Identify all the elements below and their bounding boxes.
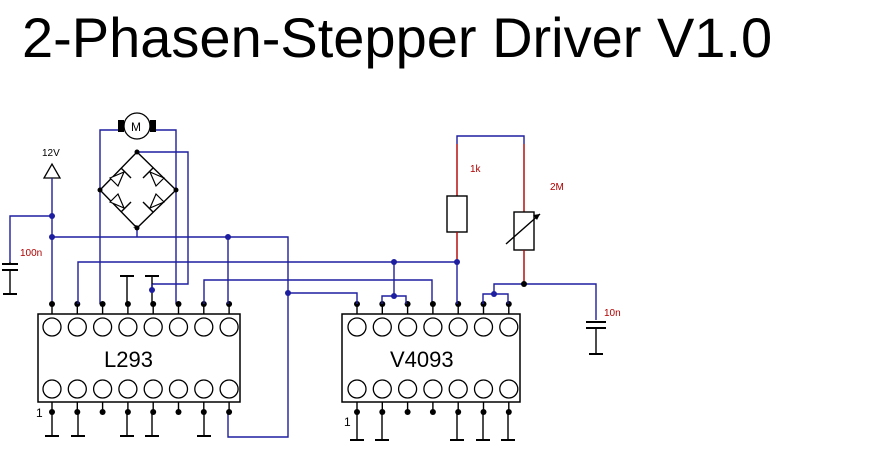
v4093-pin-circle xyxy=(347,317,367,337)
v4093-pin-circle xyxy=(499,317,519,337)
l293-pin-node xyxy=(175,409,182,415)
l293-pin-circle xyxy=(168,379,189,399)
l293-pin-node xyxy=(150,301,157,307)
v4093-pin-circle xyxy=(372,379,392,399)
l293-pin-node xyxy=(226,409,233,415)
cap-left-label: 100n xyxy=(20,248,42,259)
v4093-chip-label: V4093 xyxy=(390,347,454,372)
wire-204 xyxy=(203,279,433,304)
v4093-pin-circle xyxy=(397,317,418,337)
l293-pin-circle xyxy=(42,317,62,337)
l293-pin-circle xyxy=(143,379,163,399)
pot-label: 2M xyxy=(550,182,564,193)
capacitor-100n xyxy=(2,215,52,295)
motor-symbol xyxy=(118,112,156,140)
capacitor-10n xyxy=(586,321,606,355)
l293-pin-circle xyxy=(219,317,239,337)
l293-pin1-label: 1 xyxy=(36,406,43,420)
v4093-pin-node xyxy=(404,409,411,415)
v4093-pin1-label: 1 xyxy=(344,415,351,429)
v4093-pin-node xyxy=(429,301,436,307)
wire-cap-right xyxy=(493,283,597,320)
l293-pin-circle xyxy=(92,317,113,337)
l293-pin-circle xyxy=(67,317,87,337)
wire-top-rc xyxy=(456,135,525,144)
v4093-pin-circle xyxy=(347,379,367,399)
l293-pin-node xyxy=(124,301,131,307)
diagram-title: 2-Phasen-Stepper Driver V1.0 xyxy=(22,6,773,69)
v4093-pin-circle xyxy=(473,379,494,399)
junction-dots xyxy=(49,149,527,299)
l293-pin-circle xyxy=(168,317,189,337)
l293-pin-circle xyxy=(194,317,214,337)
l293-pin-node xyxy=(226,301,233,307)
l293-pin-circle xyxy=(67,379,87,399)
wire-bridge-top xyxy=(137,151,189,285)
l293-pin-circle xyxy=(143,317,163,337)
cap-right-label: 10n xyxy=(604,308,621,319)
l293-pin-circle xyxy=(118,379,138,399)
v4093-pin-circle xyxy=(423,379,443,399)
l293-pin-circle xyxy=(42,379,62,399)
l293-pin-circle xyxy=(92,379,113,399)
supply-12v-symbol xyxy=(42,162,62,216)
v4093-pin-circle xyxy=(372,317,392,337)
l293-pin-node xyxy=(49,301,55,307)
diode-bridge xyxy=(99,151,178,229)
wire-motor-right xyxy=(156,129,177,304)
l293-chip-label: L293 xyxy=(104,347,153,372)
v4093-pin-circle xyxy=(448,379,468,399)
l293-pin-node xyxy=(124,409,131,415)
v4093-pin-circle xyxy=(473,317,494,337)
v4093-pin-node xyxy=(429,409,436,415)
potentiometer-2m xyxy=(513,211,535,251)
v4093-pin-node xyxy=(455,301,462,307)
resistor-label: 1k xyxy=(470,164,482,175)
motor-label: M xyxy=(131,120,141,134)
l293-pin-circle xyxy=(194,379,214,399)
wire-78 xyxy=(77,261,457,304)
supply-12v-label: 12V xyxy=(42,148,60,159)
wire-293 xyxy=(288,292,358,304)
v4093-pin-node xyxy=(455,409,462,415)
v4093-pins xyxy=(347,301,519,415)
wire-motor-left xyxy=(99,129,118,304)
v4093-pin-node xyxy=(505,301,512,307)
v4093-pin-circle xyxy=(448,317,468,337)
l293-pin-node xyxy=(175,301,182,307)
v4093-pin-node xyxy=(505,409,512,415)
v4093-bottom-grounds xyxy=(350,412,515,441)
l293-pin-circle xyxy=(118,317,138,337)
wire-rail-237 xyxy=(52,236,289,438)
l293-pin-node xyxy=(99,301,106,307)
l293-pin-node xyxy=(99,409,106,415)
l293-bottom-grounds xyxy=(45,412,211,437)
l293-pin-node xyxy=(150,409,157,415)
v4093-pin-circle xyxy=(423,317,443,337)
resistor-1k xyxy=(446,195,468,233)
v4093-pin-circle xyxy=(499,379,519,399)
l293-pin-circle xyxy=(219,379,239,399)
v4093-pin-circle xyxy=(397,379,418,399)
